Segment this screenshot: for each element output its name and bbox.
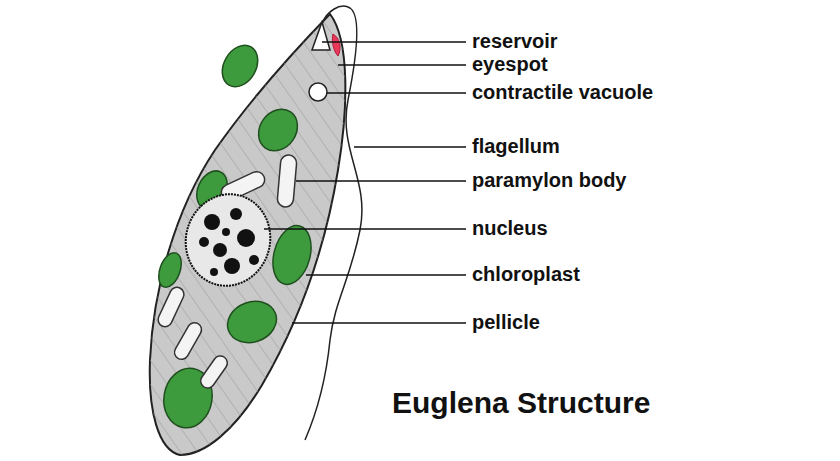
chloroplasts bbox=[154, 39, 317, 432]
part-label: reservoir bbox=[472, 31, 558, 51]
part-label: paramylon body bbox=[472, 170, 626, 190]
part-label: contractile vacuole bbox=[472, 82, 653, 102]
diagram-title: Euglena Structure bbox=[392, 388, 650, 418]
paramylon-bodies bbox=[156, 154, 297, 390]
reservoir bbox=[312, 22, 330, 50]
part-label: eyespot bbox=[472, 54, 548, 74]
eyespot bbox=[332, 34, 340, 56]
nucleus bbox=[176, 185, 281, 296]
flagellum bbox=[305, 6, 362, 440]
contractile-vacuole bbox=[309, 83, 327, 101]
part-label: chloroplast bbox=[472, 264, 580, 284]
part-label: nucleus bbox=[472, 218, 548, 238]
part-label: pellicle bbox=[472, 312, 540, 332]
part-label: flagellum bbox=[472, 136, 560, 156]
leader-lines bbox=[264, 42, 466, 323]
pellicle-striations bbox=[140, 0, 360, 461]
